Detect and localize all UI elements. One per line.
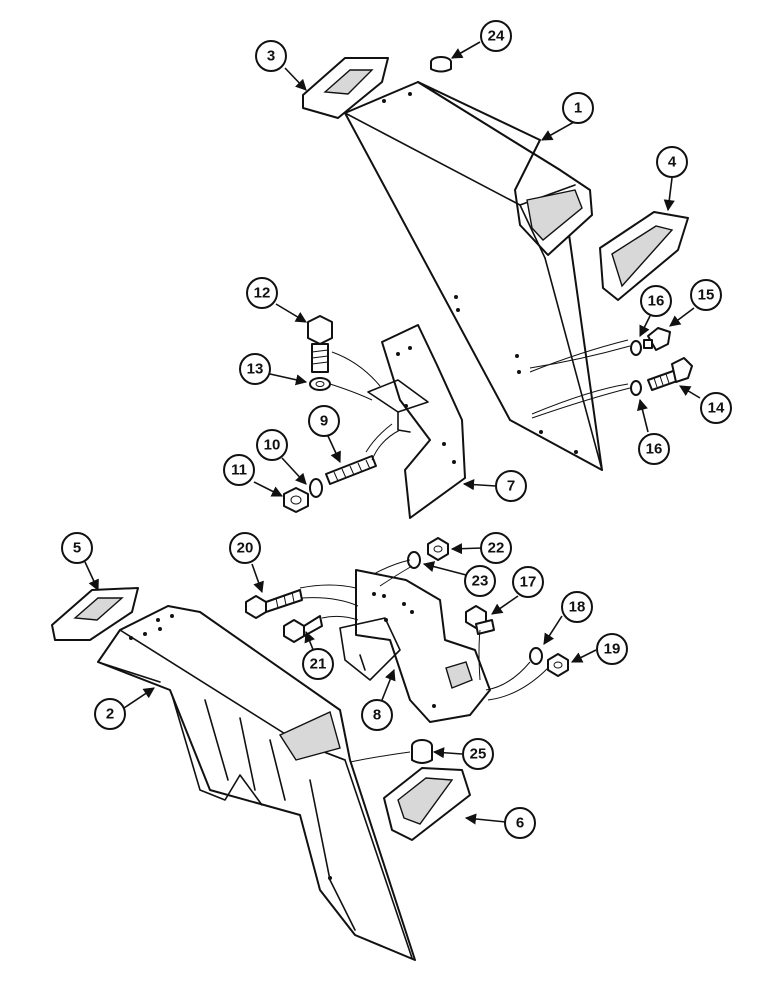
callout-13: 13 (239, 353, 271, 385)
fender-panel-lower (97, 605, 416, 961)
svg-text:16: 16 (648, 293, 665, 310)
assembly-lines-upper (329, 339, 631, 461)
svg-text:3: 3 (267, 48, 275, 65)
assembly-lines-lower (299, 559, 549, 763)
callout-10: 10 (256, 429, 288, 461)
callout-3: 3 (255, 40, 287, 72)
svg-text:24: 24 (488, 28, 505, 45)
callout-14: 14 (700, 392, 732, 424)
svg-text:12: 12 (254, 285, 271, 302)
callout-15: 15 (690, 279, 722, 311)
svg-text:14: 14 (708, 400, 725, 417)
callout-20: 20 (229, 532, 261, 564)
callout-9: 9 (308, 405, 340, 437)
callout-5: 5 (61, 532, 93, 564)
washer-16b (630, 380, 642, 396)
svg-text:13: 13 (247, 361, 264, 378)
bolt-12 (307, 315, 333, 373)
svg-text:23: 23 (472, 573, 489, 590)
bushing-25 (411, 739, 433, 764)
svg-text:20: 20 (237, 540, 254, 557)
bracket-8 (339, 569, 491, 723)
stud-9 (325, 455, 377, 485)
callout-17: 17 (512, 566, 544, 598)
washer-16a (630, 340, 642, 356)
svg-text:17: 17 (520, 574, 537, 591)
svg-text:8: 8 (373, 707, 381, 724)
bolt-15 (643, 327, 671, 351)
washer-10 (309, 478, 323, 498)
callout-6: 6 (504, 807, 536, 839)
svg-text:19: 19 (604, 641, 621, 658)
svg-text:18: 18 (569, 599, 586, 616)
callout-23: 23 (464, 565, 496, 597)
callout-18: 18 (561, 591, 593, 623)
svg-text:4: 4 (668, 154, 677, 171)
svg-text:9: 9 (320, 413, 328, 430)
callout-12: 12 (246, 277, 278, 309)
svg-text:2: 2 (106, 706, 114, 723)
handle-insert-4 (599, 211, 689, 301)
bracket-7 (367, 324, 466, 519)
washer-13 (309, 377, 331, 391)
svg-text:15: 15 (698, 287, 715, 304)
handle-insert-6 (383, 767, 471, 841)
callout-leaders (84, 41, 701, 825)
nut-19 (547, 653, 569, 677)
callout-4: 4 (656, 146, 688, 178)
svg-text:22: 22 (488, 540, 505, 557)
callout-16a: 16 (640, 285, 672, 317)
svg-text:6: 6 (516, 815, 524, 832)
washer-18 (529, 647, 543, 665)
svg-text:10: 10 (264, 437, 281, 454)
callout-16b: 16 (638, 433, 670, 465)
plug-24 (430, 56, 452, 73)
svg-text:1: 1 (574, 100, 582, 117)
callout-11: 11 (223, 454, 255, 486)
svg-text:25: 25 (470, 746, 487, 763)
callout-7: 7 (495, 470, 527, 502)
fender-panel-upper (344, 81, 603, 471)
svg-text:16: 16 (646, 441, 663, 458)
nut-11 (283, 487, 309, 513)
step-pad-3 (302, 57, 389, 119)
svg-text:7: 7 (507, 478, 515, 495)
callout-19: 19 (596, 633, 628, 665)
bolt-21 (283, 615, 323, 643)
svg-text:21: 21 (310, 656, 327, 673)
bolt-20 (245, 589, 303, 619)
callout-25: 25 (462, 738, 494, 770)
callout-8: 8 (361, 699, 393, 731)
callout-22: 22 (480, 532, 512, 564)
svg-text:11: 11 (231, 462, 247, 479)
callout-21: 21 (302, 648, 334, 680)
bolt-14 (647, 357, 693, 391)
callout-24: 24 (480, 20, 512, 52)
svg-text:5: 5 (73, 540, 81, 557)
bolt-17 (465, 605, 495, 635)
nut-22 (427, 537, 449, 561)
callout-1: 1 (562, 92, 594, 124)
callout-2: 2 (94, 698, 126, 730)
